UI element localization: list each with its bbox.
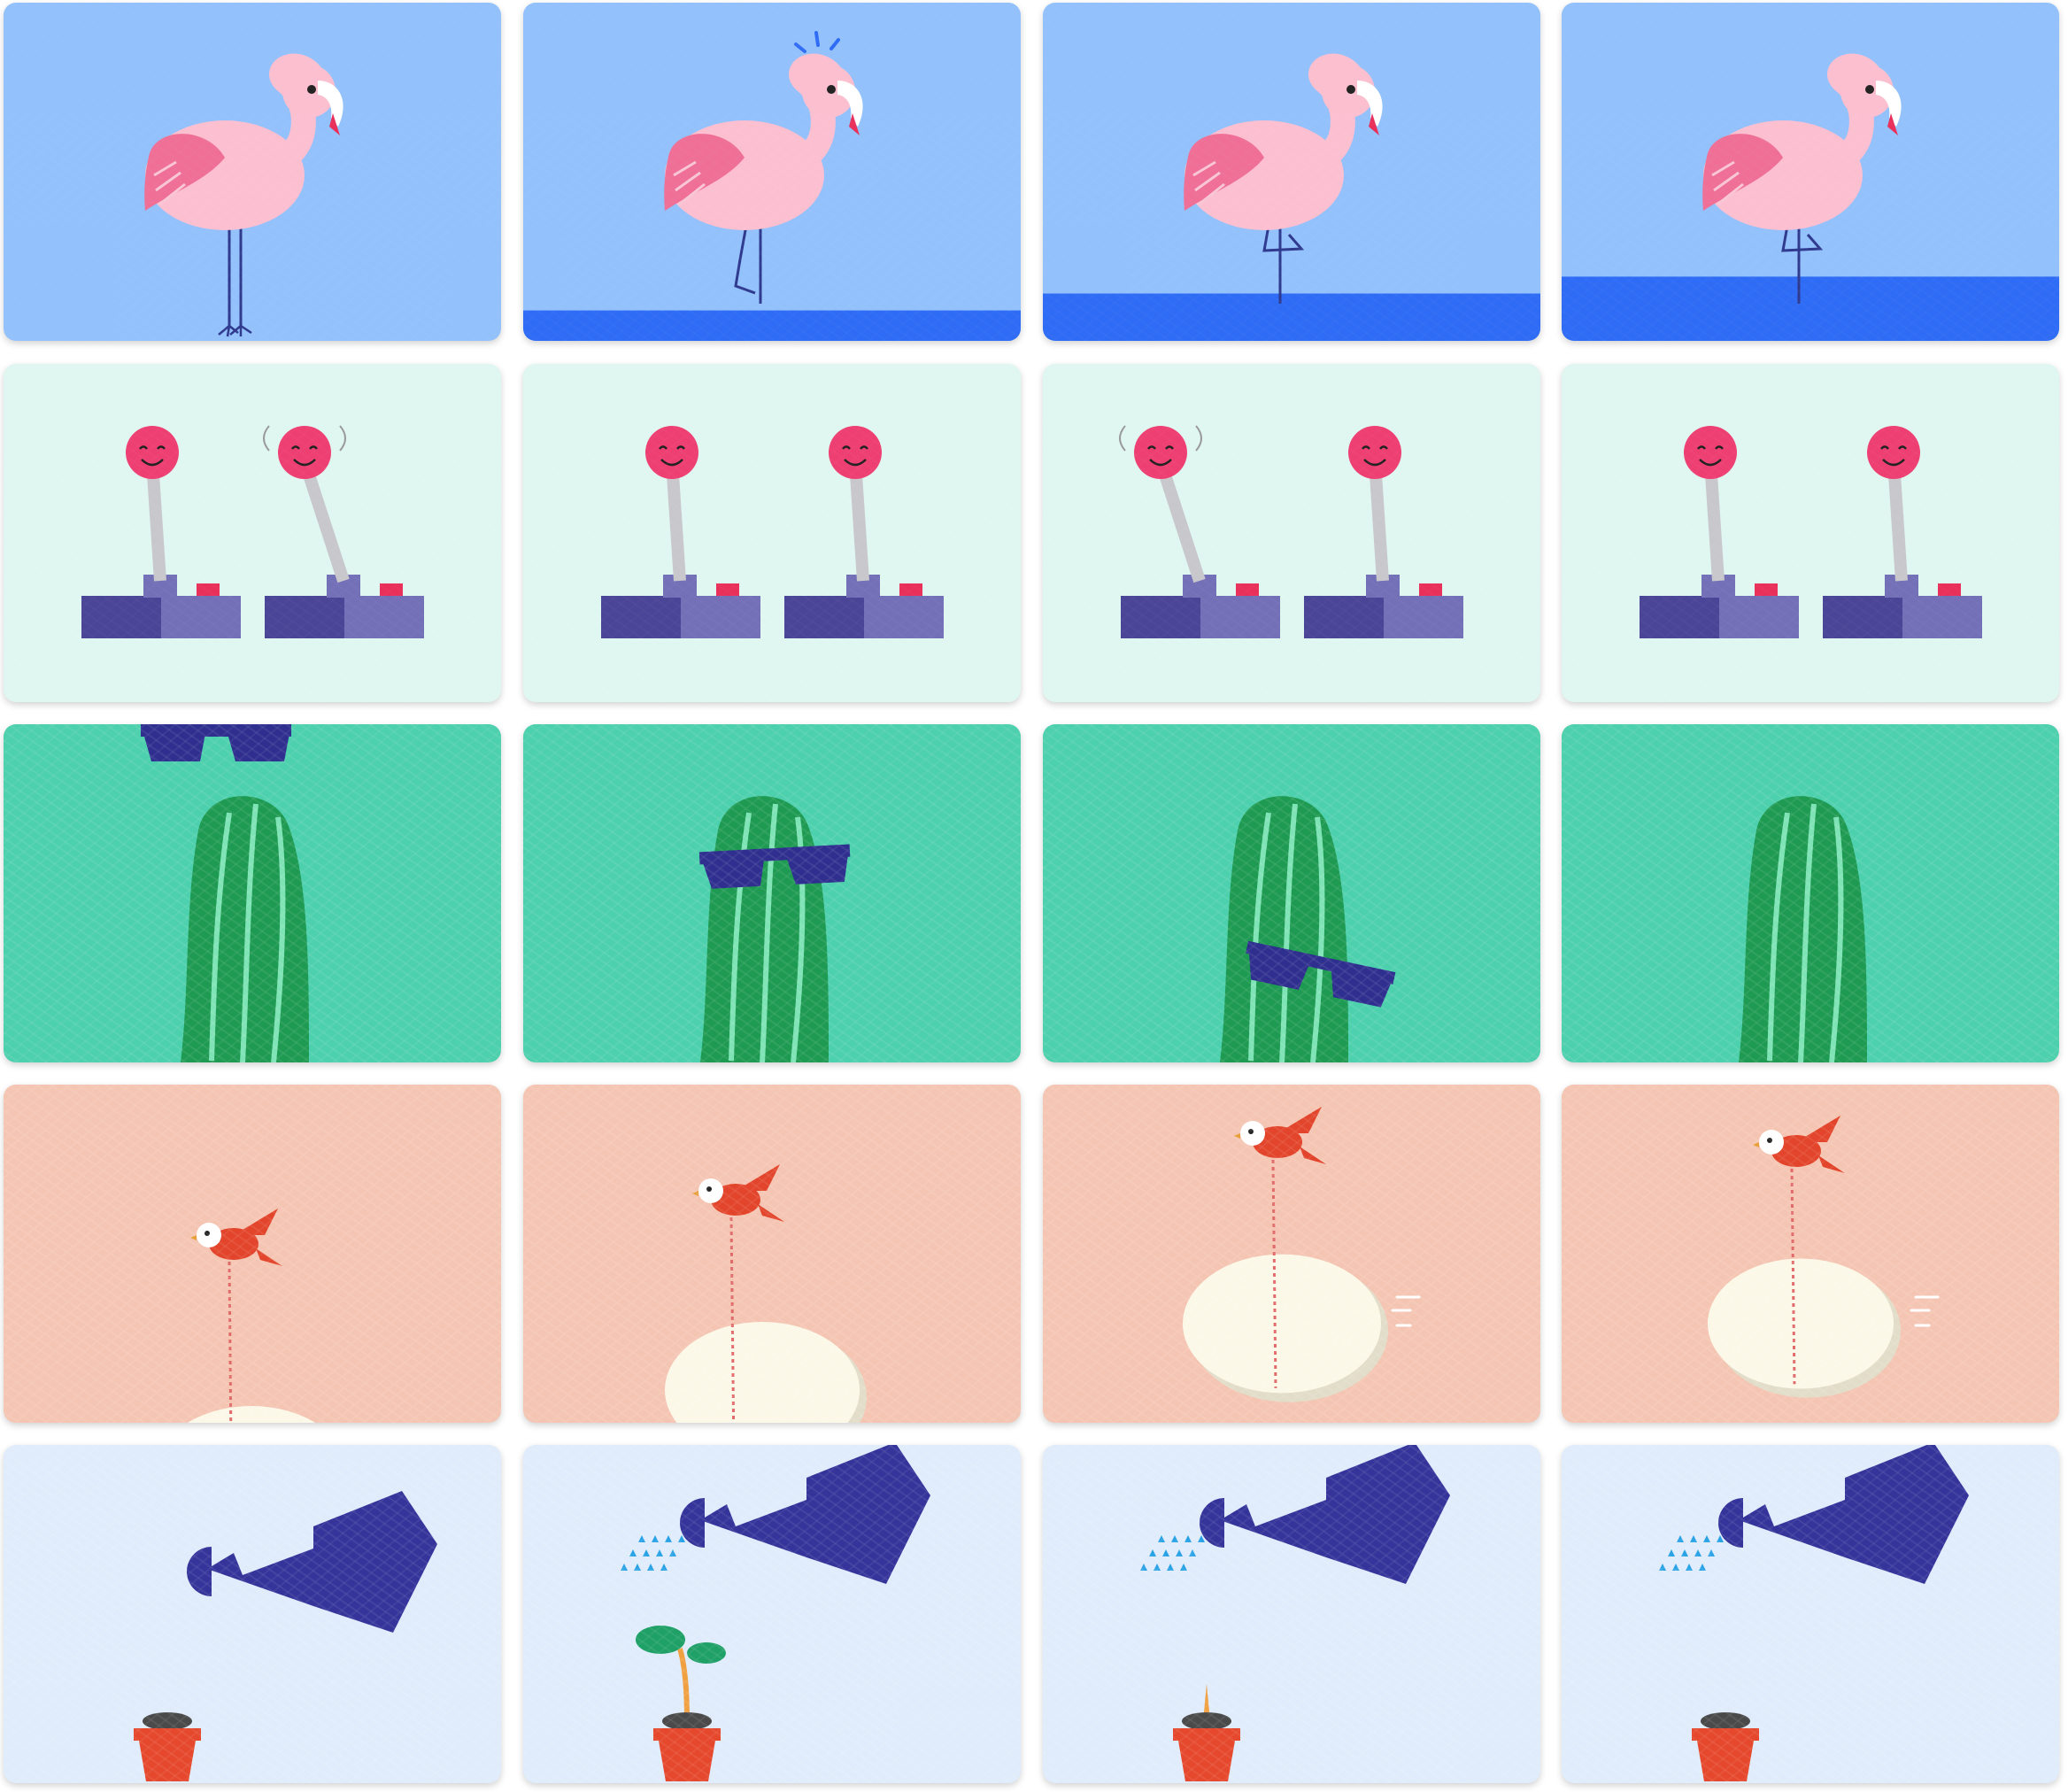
card-flamingo-2[interactable] (523, 3, 1021, 341)
card-watering-can-1[interactable] (4, 1445, 501, 1783)
bird-and-egg-illustration (665, 1164, 867, 1423)
pot-icon (1173, 1712, 1240, 1781)
flamingo-body (1184, 53, 1383, 230)
flamingo-body (144, 53, 343, 230)
bird-and-egg-illustration (187, 1209, 316, 1423)
card-flamingo-3[interactable] (1043, 3, 1540, 341)
joystick-illustration (1640, 426, 1982, 638)
cucumber (181, 796, 309, 1062)
flamingo-illustration (1043, 53, 1540, 341)
flamingo-illustration (523, 31, 1021, 341)
card-cucumber-3[interactable] (1043, 724, 1540, 1062)
joystick-right (1823, 426, 1982, 638)
pot-icon (653, 1712, 721, 1781)
card-watering-can-2[interactable] (523, 1445, 1021, 1783)
watering-can-icon (187, 1491, 437, 1633)
card-bird-and-egg-2[interactable] (523, 1085, 1021, 1423)
joystick-right (1304, 426, 1463, 638)
egg (187, 1406, 316, 1423)
watering-can-icon (1200, 1445, 1450, 1584)
joystick-illustration (81, 425, 424, 638)
watering-can-icon (1718, 1445, 1969, 1584)
bird-icon (1234, 1107, 1326, 1164)
card-bird-and-egg-4[interactable] (1562, 1085, 2059, 1423)
water (1043, 293, 1540, 341)
bird-icon (1753, 1116, 1845, 1173)
bird-icon (692, 1164, 784, 1222)
joystick-left (601, 426, 760, 638)
watering-can-illustration (621, 1445, 930, 1781)
water-drops-icon (1140, 1535, 1205, 1571)
card-cucumber-4[interactable] (1562, 724, 2059, 1062)
watering-can-illustration (1659, 1445, 1969, 1781)
joystick-left (81, 426, 241, 638)
bird-and-egg-illustration (1708, 1116, 1940, 1398)
watering-can-icon (680, 1445, 930, 1584)
cucumber-illustration (141, 724, 309, 1062)
watering-can-illustration (1140, 1445, 1450, 1781)
cucumber-illustration (698, 796, 851, 1062)
flamingo-illustration (144, 53, 343, 337)
motion-lines-icon (1910, 1295, 1940, 1327)
cucumber (1220, 796, 1348, 1062)
sunglasses-icon (1246, 940, 1396, 1008)
joystick-right (263, 425, 424, 638)
card-flamingo-4[interactable] (1562, 3, 2059, 341)
pot-icon (1692, 1712, 1759, 1781)
joystick-illustration (601, 426, 944, 638)
card-watering-can-4[interactable] (1562, 1445, 2059, 1783)
card-cucumber-1[interactable] (4, 724, 501, 1062)
card-bird-and-egg-3[interactable] (1043, 1085, 1540, 1423)
card-joystick-2[interactable] (523, 364, 1021, 702)
string (228, 1261, 233, 1423)
bird-and-egg-illustration (1183, 1107, 1421, 1402)
cucumber-illustration (1220, 796, 1396, 1062)
egg (665, 1322, 867, 1423)
string (1790, 1168, 1796, 1385)
string (1271, 1159, 1277, 1388)
cucumber (1739, 796, 1867, 1062)
card-bird-and-egg-1[interactable] (4, 1085, 501, 1423)
sprout-icon (636, 1626, 726, 1722)
card-joystick-3[interactable] (1043, 364, 1540, 702)
watering-can-illustration (134, 1491, 437, 1781)
motion-lines-icon (1391, 1295, 1421, 1327)
card-flamingo-1[interactable] (4, 3, 501, 341)
card-joystick-4[interactable] (1562, 364, 2059, 702)
card-watering-can-3[interactable] (1043, 1445, 1540, 1783)
sprout-icon (1203, 1684, 1210, 1721)
egg (1708, 1258, 1901, 1398)
alert-lines-icon (794, 31, 840, 53)
flamingo-body (1702, 53, 1902, 230)
joystick-right (784, 426, 944, 638)
card-joystick-1[interactable] (4, 364, 501, 702)
water (523, 310, 1021, 341)
sunglasses-icon (141, 724, 291, 761)
cucumber (700, 796, 829, 1062)
card-cucumber-2[interactable] (523, 724, 1021, 1062)
water-drops-icon (621, 1535, 685, 1571)
egg (1183, 1254, 1388, 1402)
pot-icon (134, 1712, 201, 1781)
joystick-left (1119, 425, 1280, 638)
flamingo-body (664, 53, 863, 230)
sunglasses-icon (698, 844, 851, 889)
cucumber-illustration (1739, 796, 1867, 1062)
water (1562, 276, 2059, 341)
joystick-illustration (1119, 425, 1463, 638)
flamingo-illustration (1562, 53, 2059, 341)
bird-icon (190, 1209, 282, 1266)
joystick-left (1640, 426, 1799, 638)
water-drops-icon (1659, 1535, 1724, 1571)
